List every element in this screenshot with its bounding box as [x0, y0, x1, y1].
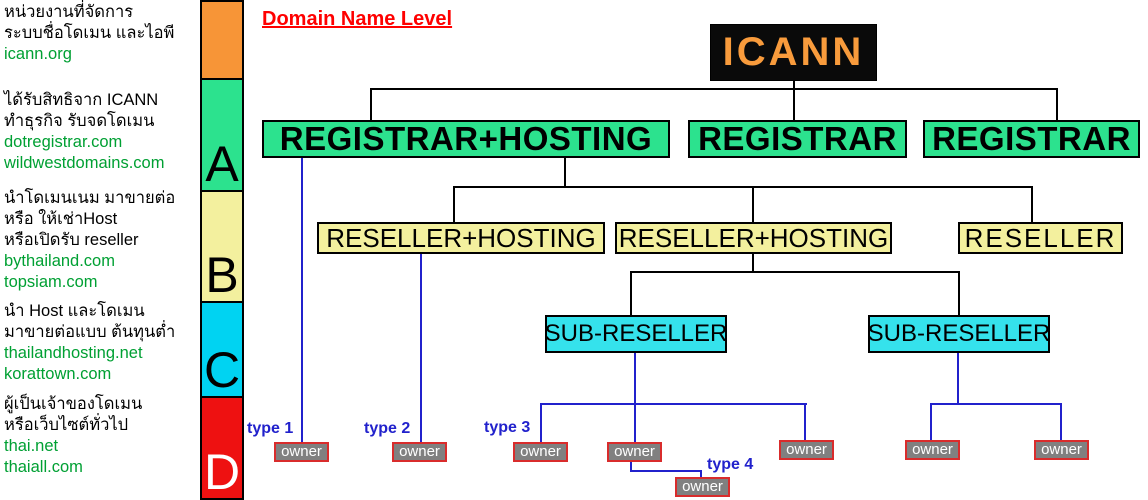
sidebar-domain: dotregistrar.com	[4, 133, 123, 151]
sidebar-group-owner: ผู้เป็นเจ้าของโดเมน หรือเว็บไซต์ทั่วไป t…	[4, 394, 198, 478]
registrar-hosting-box: REGISTRAR+HOSTING	[262, 120, 670, 158]
sidebar-domain: wildwestdomains.com	[4, 154, 165, 172]
owner-connector	[634, 351, 636, 442]
sidebar-text-line: ระบบชื่อโดเมน และไอพี	[4, 24, 175, 42]
level-section-b: B	[200, 190, 244, 303]
sidebar-domain: bythailand.com	[4, 252, 115, 270]
sidebar-text-line: ผู้เป็นเจ้าของโดเมน	[4, 395, 143, 413]
tree-connector	[630, 271, 632, 315]
sub-reseller-box-1: SUB-RESELLER	[545, 315, 727, 353]
tree-connector	[453, 186, 1033, 188]
registrar-box-2: REGISTRAR	[923, 120, 1140, 158]
sidebar-text-line: นำ Host และโดเมน	[4, 302, 145, 320]
level-letter-b: B	[205, 247, 239, 303]
sidebar-text-line: หรือเว็บไซต์ทั่วไป	[4, 416, 129, 434]
level-section-c: C	[200, 301, 244, 398]
owner-box-type2: owner	[392, 442, 447, 462]
tree-connector	[564, 156, 566, 188]
owner-connector	[540, 403, 807, 405]
sidebar-text-line: ทำธุรกิจ รับจดโดเมน	[4, 112, 155, 130]
tree-connector	[370, 88, 1058, 90]
level-letter-d: D	[203, 444, 241, 500]
sidebar-domain: thailandhosting.net	[4, 344, 143, 362]
sidebar-text-line: หน่วยงานที่จัดการ	[4, 3, 134, 21]
level-section-d: D	[200, 396, 244, 500]
sidebar-text-line: นำโดเมนเนม มาขายต่อ	[4, 189, 176, 207]
icann-box: ICANN	[710, 24, 877, 81]
tree-connector	[1031, 186, 1033, 222]
sidebar-group-icann: หน่วยงานที่จัดการ ระบบชื่อโดเมน และไอพี …	[4, 2, 198, 65]
owner-box-type3: owner	[513, 442, 568, 462]
level-letter-c: C	[203, 342, 241, 398]
sidebar: หน่วยงานที่จัดการ ระบบชื่อโดเมน และไอพี …	[0, 0, 200, 500]
registrar-box-1: REGISTRAR	[688, 120, 907, 158]
owner-connector	[804, 403, 806, 441]
tree-connector	[752, 252, 754, 273]
level-letter-a: A	[205, 136, 239, 192]
tree-connector	[1056, 88, 1058, 120]
tree-connector	[453, 186, 455, 222]
tree-connector	[958, 271, 960, 315]
owner-box-type1: owner	[274, 442, 329, 462]
sidebar-domain: icann.org	[4, 45, 72, 63]
owner-connector	[630, 470, 702, 472]
sidebar-text-line: ได้รับสิทธิจาก ICANN	[4, 91, 159, 109]
reseller-box: RESELLER	[958, 222, 1123, 254]
owner-box-type4: owner	[675, 477, 730, 497]
owner-connector	[930, 403, 932, 441]
tree-connector	[793, 81, 795, 120]
sidebar-group-reseller: นำโดเมนเนม มาขายต่อ หรือ ให้เช่าHost หรื…	[4, 188, 198, 293]
sidebar-text-line: หรือ ให้เช่าHost	[4, 210, 118, 228]
sidebar-group-subreseller: นำ Host และโดเมน มาขายต่อแบบ ต้นทุนต่ำ t…	[4, 301, 198, 385]
sidebar-group-registrar: ได้รับสิทธิจาก ICANN ทำธุรกิจ รับจดโดเมน…	[4, 90, 198, 174]
tree-connector	[752, 186, 754, 222]
owner-connector	[301, 156, 303, 442]
owner-connector	[957, 351, 959, 404]
owner-connector	[420, 252, 422, 442]
sidebar-domain: korattown.com	[4, 365, 112, 383]
type-label-4: type 4	[707, 456, 754, 473]
tree-connector	[370, 88, 372, 120]
owner-connector	[930, 403, 1062, 405]
reseller-hosting-box-1: RESELLER+HOSTING	[317, 222, 605, 254]
level-section-icann	[200, 0, 244, 80]
sidebar-domain: thaiall.com	[4, 458, 83, 476]
type-label-1: type 1	[247, 420, 294, 437]
sub-reseller-box-2: SUB-RESELLER	[868, 315, 1050, 353]
diagram-title: Domain Name Level	[262, 8, 453, 30]
sidebar-domain: thai.net	[4, 437, 59, 455]
owner-box: owner	[905, 440, 960, 460]
owner-connector	[700, 470, 702, 479]
sidebar-text-line: หรือเปิดรับ reseller	[4, 231, 139, 249]
sidebar-text-line: มาขายต่อแบบ ต้นทุนต่ำ	[4, 323, 176, 341]
owner-box: owner	[607, 442, 662, 462]
reseller-hosting-box-2: RESELLER+HOSTING	[615, 222, 892, 254]
owner-connector	[630, 461, 632, 472]
owner-connector	[540, 403, 542, 442]
sidebar-domain: topsiam.com	[4, 273, 98, 291]
tree-connector	[630, 271, 960, 273]
level-strip: A B C D	[200, 0, 244, 500]
type-label-2: type 2	[364, 420, 411, 437]
level-section-a: A	[200, 78, 244, 192]
type-label-3: type 3	[484, 419, 531, 436]
owner-box: owner	[779, 440, 834, 460]
owner-connector	[1060, 403, 1062, 441]
owner-box: owner	[1034, 440, 1089, 460]
